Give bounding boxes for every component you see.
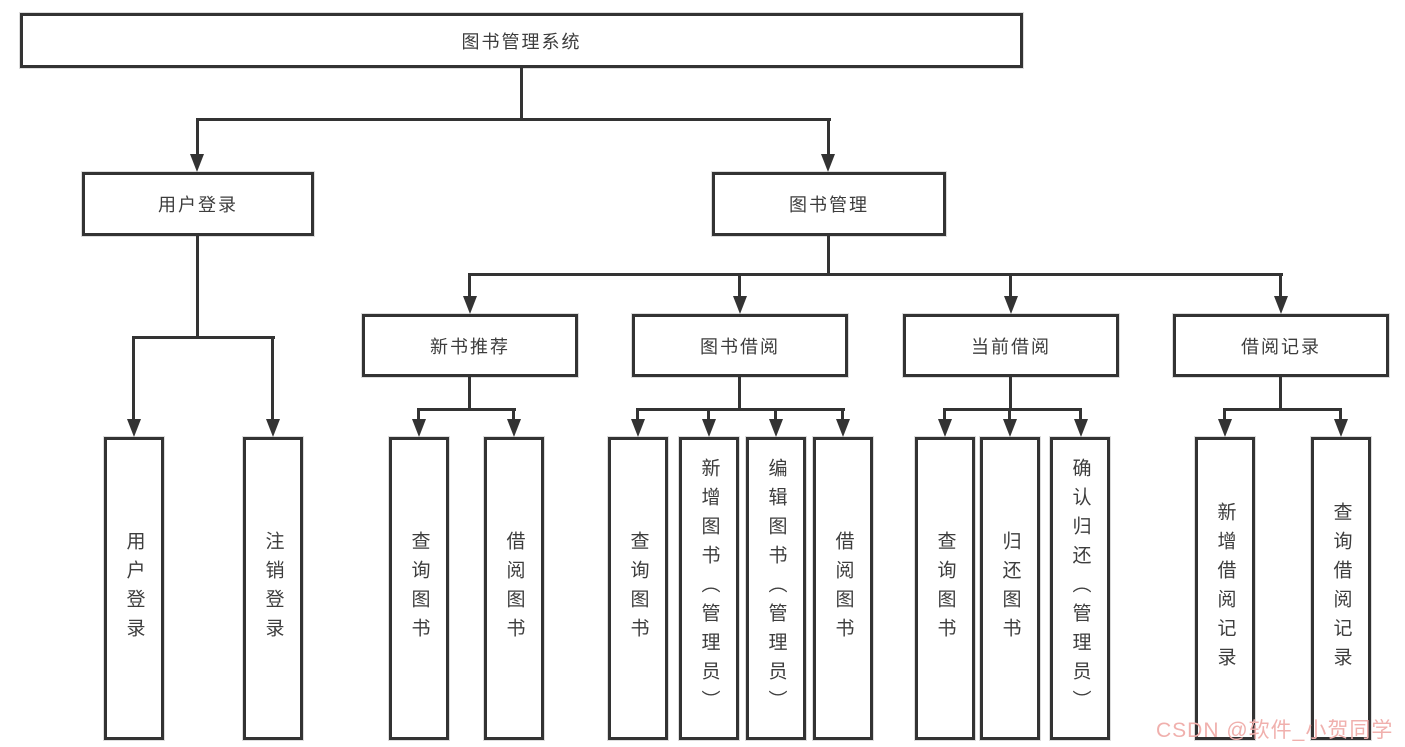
node-label: 编辑图书（管理员）: [765, 458, 787, 719]
node-label: 归还图书: [999, 530, 1021, 647]
connector-drop: [1009, 273, 1012, 298]
node-label: 借阅图书: [832, 530, 854, 647]
node-label: 注销登录: [262, 530, 284, 647]
connector-drop: [271, 336, 274, 421]
node-label: 用户登录: [123, 530, 145, 647]
connector-drop: [1079, 408, 1082, 421]
arrowhead: [631, 419, 645, 437]
node-label: 确认归还（管理员）: [1069, 458, 1091, 719]
connector-stem: [468, 377, 471, 408]
connector-drop: [468, 273, 471, 298]
arrowhead: [190, 154, 204, 172]
node-new-book-recommend: 新书推荐: [362, 314, 578, 377]
node-query-books-recommend: 查询图书: [389, 437, 449, 740]
connector-root-stem: [520, 68, 523, 118]
arrowhead: [1274, 296, 1288, 314]
node-logout: 注销登录: [243, 437, 303, 740]
node-edit-books-admin: 编辑图书（管理员）: [746, 437, 806, 740]
arrowhead: [463, 296, 477, 314]
node-label: 查询图书: [627, 530, 649, 647]
connector-drop: [512, 408, 515, 421]
node-current-borrowing: 当前借阅: [903, 314, 1119, 377]
node-query-borrow-record: 查询借阅记录: [1311, 437, 1371, 740]
connector-rail-level2: [469, 273, 1283, 276]
node-confirm-return-admin: 确认归还（管理员）: [1050, 437, 1110, 740]
node-book-management: 图书管理: [712, 172, 946, 236]
arrowhead: [769, 419, 783, 437]
connector-drop: [1279, 273, 1282, 298]
connector-stem: [1009, 377, 1012, 408]
connector-drop: [1223, 408, 1226, 421]
node-label: 图书管理: [789, 195, 869, 215]
arrowhead: [1004, 296, 1018, 314]
node-label: 当前借阅: [971, 336, 1051, 357]
arrowhead: [127, 419, 141, 437]
node-label: 新增图书（管理员）: [698, 458, 720, 719]
node-user-login-leaf: 用户登录: [104, 437, 164, 740]
arrowhead: [733, 296, 747, 314]
connector-rail: [417, 408, 516, 411]
connector-drop: [417, 408, 420, 421]
node-label: 图书管理系统: [461, 31, 582, 52]
connector-drop: [636, 408, 639, 421]
arrowhead: [938, 419, 952, 437]
connector-drop: [738, 273, 741, 298]
connector-drop: [1008, 408, 1011, 421]
node-query-books-current: 查询图书: [915, 437, 975, 740]
connector-drop: [827, 118, 830, 158]
node-book-borrowing: 图书借阅: [632, 314, 848, 377]
connector-stem: [738, 377, 741, 408]
connector-user-login-stem: [196, 236, 199, 336]
connector-drop: [841, 408, 844, 421]
node-return-books: 归还图书: [980, 437, 1040, 740]
node-label: 图书借阅: [700, 336, 780, 357]
connector-drop: [196, 118, 199, 158]
arrowhead: [1074, 419, 1088, 437]
arrowhead: [412, 419, 426, 437]
node-label: 查询图书: [408, 530, 430, 647]
arrowhead: [821, 154, 835, 172]
node-label: 新书推荐: [430, 336, 510, 357]
node-label: 借阅记录: [1241, 336, 1321, 357]
connector-drop: [943, 408, 946, 421]
connector-drop: [1339, 408, 1342, 421]
arrowhead: [702, 419, 716, 437]
connector-drop: [774, 408, 777, 421]
node-label: 新增借阅记录: [1214, 501, 1236, 676]
connector-drop: [707, 408, 710, 421]
csdn-watermark: CSDN @软件_小贺同学: [1156, 719, 1394, 742]
arrowhead: [266, 419, 280, 437]
connector-rail-user-login: [133, 336, 275, 339]
arrowhead: [1218, 419, 1232, 437]
connector-book-mgmt-stem: [827, 236, 830, 273]
node-label: 查询图书: [934, 530, 956, 647]
arrowhead: [507, 419, 521, 437]
node-label: 借阅图书: [503, 530, 525, 647]
arrowhead: [836, 419, 850, 437]
connector-rail-level1: [196, 118, 831, 121]
node-borrow-books-recommend: 借阅图书: [484, 437, 544, 740]
node-add-borrow-record: 新增借阅记录: [1195, 437, 1255, 740]
node-add-books-admin: 新增图书（管理员）: [679, 437, 739, 740]
arrowhead: [1334, 419, 1348, 437]
node-label: 用户登录: [158, 195, 238, 215]
node-user-login: 用户登录: [82, 172, 314, 236]
node-query-books-borrowing: 查询图书: [608, 437, 668, 740]
connector-stem: [1279, 377, 1282, 408]
connector-rail: [943, 408, 1082, 411]
connector-rail: [1223, 408, 1342, 411]
node-borrowing-records: 借阅记录: [1173, 314, 1389, 377]
node-borrow-books: 借阅图书: [813, 437, 873, 740]
node-label: 查询借阅记录: [1330, 501, 1352, 676]
connector-drop: [132, 336, 135, 421]
node-library-system: 图书管理系统: [20, 13, 1023, 68]
connector-rail: [636, 408, 845, 411]
arrowhead: [1003, 419, 1017, 437]
